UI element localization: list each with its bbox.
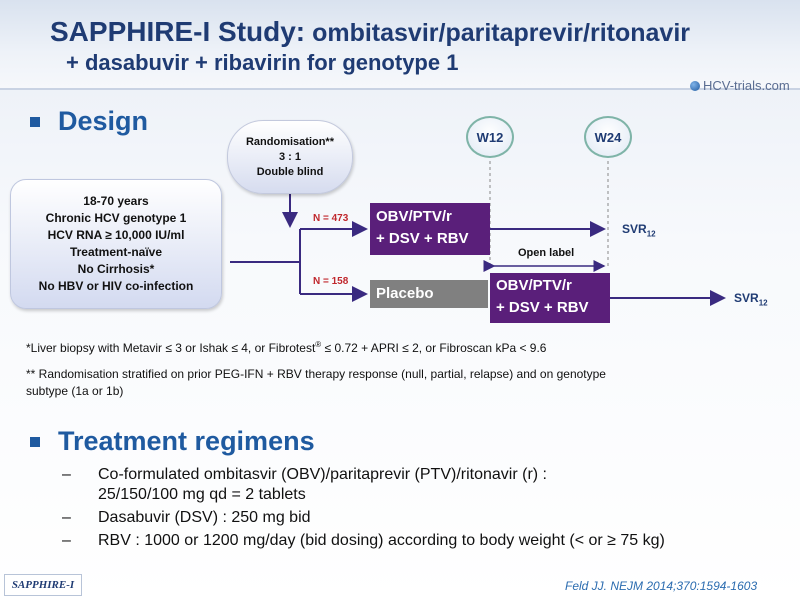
footnote2-line1: ** Randomisation stratified on prior PEG… bbox=[26, 367, 606, 381]
criterion-age: 18-70 years bbox=[83, 194, 149, 208]
globe-icon bbox=[690, 81, 700, 91]
citation: Feld JJ. NEJM 2014;370:1594-1603 bbox=[565, 579, 758, 593]
regimen-item-line1: Co-formulated ombitasvir (OBV)/paritapre… bbox=[98, 466, 547, 483]
slide-title-line2: + dasabuvir + ribavirin for genotype 1 bbox=[66, 50, 459, 75]
footnote-cirrhosis: *Liver biopsy with Metavir ≤ 3 or Ishak … bbox=[26, 336, 546, 357]
header-divider bbox=[0, 88, 800, 90]
inclusion-criteria-box: 18-70 years Chronic HCV genotype 1 HCV R… bbox=[10, 179, 222, 309]
placebo-box: Placebo bbox=[370, 280, 488, 308]
title-sub: ombitasvir/paritaprevir/ritonavir bbox=[305, 19, 690, 47]
criterion-genotype: Chronic HCV genotype 1 bbox=[45, 211, 187, 225]
square-bullet-icon bbox=[30, 437, 40, 447]
arm2-svr-label: SVR12 bbox=[734, 291, 768, 307]
regimen-item-line2: 25/150/100 mg qd = 2 tablets bbox=[98, 486, 306, 503]
randomisation-label: Randomisation** bbox=[245, 135, 334, 148]
list-dash: – bbox=[62, 509, 71, 526]
arm2-line2: + DSV + RBV bbox=[496, 299, 589, 316]
study-tag: SAPPHIRE-I bbox=[4, 574, 82, 596]
square-bullet-icon bbox=[30, 117, 40, 127]
regimen-item-line1: RBV : 1000 or 1200 mg/day (bid dosing) a… bbox=[98, 532, 665, 549]
regimen-item-rbv: – RBV : 1000 or 1200 mg/day (bid dosing)… bbox=[62, 531, 665, 551]
registered-mark: ® bbox=[315, 340, 322, 349]
arm2-regimen-box: OBV/PTV/r + DSV + RBV bbox=[490, 273, 610, 323]
criterion-cirrhosis: No Cirrhosis* bbox=[77, 262, 155, 276]
footnote1-text-end: ≤ 0.72 + APRI ≤ 2, or Fibroscan kPa < 9.… bbox=[321, 341, 547, 355]
regimen-item-dsv: – Dasabuvir (DSV) : 250 mg bid bbox=[62, 508, 311, 528]
criterion-rna: HCV RNA ≥ 10,000 IU/ml bbox=[47, 228, 185, 242]
criterion-coinfection: No HBV or HIV co-infection bbox=[38, 279, 194, 293]
arm1-line1: OBV/PTV/r bbox=[376, 208, 452, 225]
svr-text: SVR bbox=[622, 222, 647, 236]
arm1-n-label: N = 473 bbox=[313, 213, 349, 224]
list-dash: – bbox=[62, 466, 71, 483]
blinding-label: Double blind bbox=[256, 165, 324, 178]
week24-marker: W24 bbox=[584, 116, 632, 158]
title-main: SAPPHIRE-I Study: bbox=[50, 16, 306, 47]
footnote2-line2: subtype (1a or 1b) bbox=[26, 384, 124, 398]
arm1-svr-label: SVR12 bbox=[622, 222, 656, 238]
arm1-regimen-box: OBV/PTV/r + DSV + RBV bbox=[370, 203, 490, 255]
week12-marker: W12 bbox=[466, 116, 514, 158]
list-dash: – bbox=[62, 532, 71, 549]
footnote-stratification: ** Randomisation stratified on prior PEG… bbox=[26, 366, 786, 400]
arm2-n-label: N = 158 bbox=[313, 276, 349, 287]
randomisation-ratio: 3 : 1 bbox=[278, 150, 301, 163]
open-label-text: Open label bbox=[518, 247, 575, 259]
arm1-line2: + DSV + RBV bbox=[376, 230, 469, 247]
svr-subscript: 12 bbox=[758, 298, 768, 308]
design-heading: Design bbox=[58, 106, 149, 136]
arm2-line1: OBV/PTV/r bbox=[496, 277, 572, 294]
slide-title-line1: SAPPHIRE-I Study: ombitasvir/paritaprevi… bbox=[50, 16, 690, 48]
logo-text: HCV-trials.com bbox=[703, 78, 790, 93]
randomisation-bubble: Randomisation** 3 : 1 Double blind bbox=[227, 120, 353, 194]
criterion-naive: Treatment-naïve bbox=[69, 245, 163, 259]
site-logo: HCV-trials.com bbox=[690, 78, 790, 93]
footnote1-text: *Liver biopsy with Metavir ≤ 3 or Ishak … bbox=[26, 341, 316, 355]
header-band bbox=[0, 0, 800, 88]
regimen-item-obv: – Co-formulated ombitasvir (OBV)/paritap… bbox=[62, 465, 547, 505]
svr-text: SVR bbox=[734, 291, 759, 305]
regimen-item-line1: Dasabuvir (DSV) : 250 mg bid bbox=[98, 509, 311, 526]
treatment-heading: Treatment regimens bbox=[58, 426, 315, 456]
svr-subscript: 12 bbox=[646, 229, 656, 239]
